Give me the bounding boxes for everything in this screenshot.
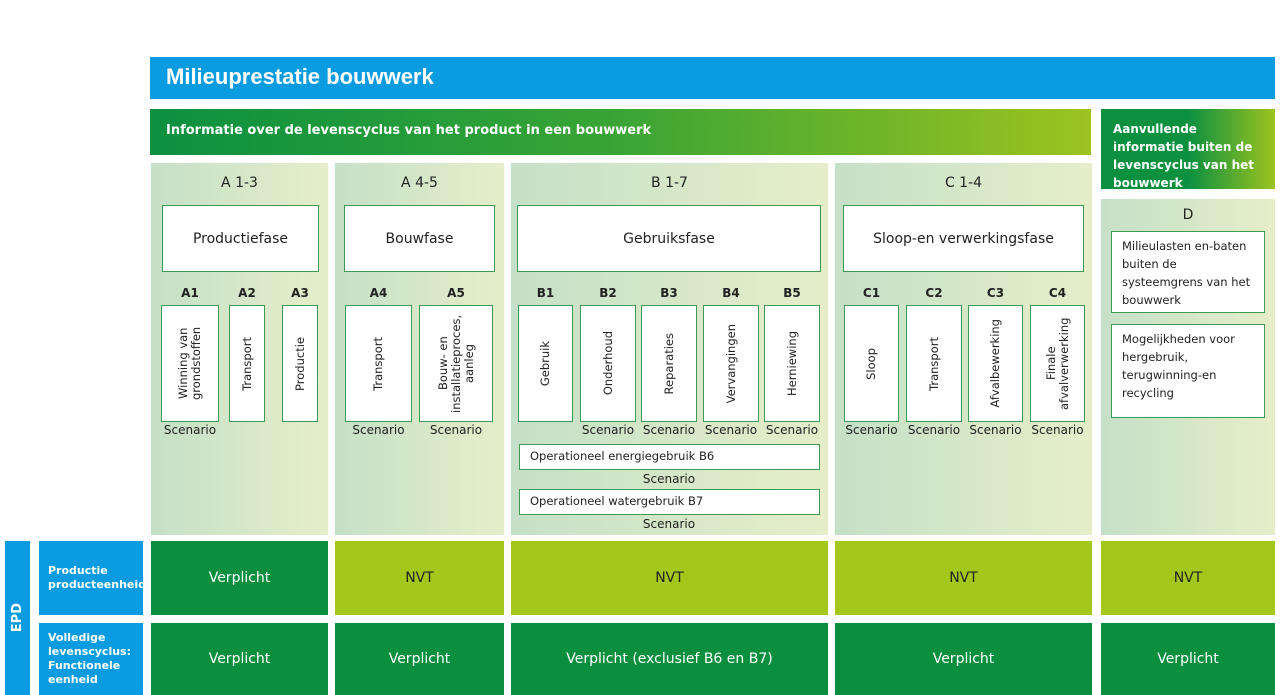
module-label: Finale afvalverwerking: [1043, 317, 1071, 410]
module-box: Onderhoud: [580, 305, 636, 422]
module-code: C4: [1048, 286, 1067, 300]
module-label: Afvalbewerking: [988, 319, 1002, 408]
epd-cell: Verplicht: [151, 541, 328, 615]
group-code: C 1-4: [944, 175, 983, 191]
group-code: B 1-7: [651, 175, 688, 191]
module-code: B2: [599, 286, 617, 300]
scenario-label: Scenario: [704, 423, 758, 437]
scenario-label: Scenario: [642, 472, 696, 486]
epd-cell: NVT: [835, 541, 1092, 615]
epd-cell: Verplicht (exclusief B6 en B7): [511, 623, 828, 695]
module-code: B4: [722, 286, 740, 300]
module-box: Winning van grondstoffen: [161, 305, 219, 422]
module-label: Bouw- en installatieproces, aanleg: [435, 314, 476, 413]
module-code: A4: [369, 286, 388, 300]
phase-bouwfase: Bouwfase: [344, 205, 495, 272]
group-code: D: [1182, 207, 1194, 223]
module-code: B1: [536, 286, 555, 300]
module-code: A1: [181, 286, 199, 300]
module-code: C1: [862, 286, 881, 300]
module-box: Reparaties: [641, 305, 697, 422]
module-box: Herniewing: [764, 305, 820, 422]
module-label: Gebruik: [538, 340, 552, 387]
module-label: Reparaties: [661, 332, 676, 395]
module-label: Sloop: [864, 347, 878, 380]
scenario-label: Scenario: [907, 423, 961, 437]
module-label: Transport: [371, 336, 385, 391]
module-code: C3: [986, 286, 1005, 300]
module-label: Vervangingen: [723, 323, 738, 404]
module-box: Transport: [906, 305, 962, 422]
epd-cell: Verplicht: [151, 623, 328, 695]
epd-cell: NVT: [335, 541, 504, 615]
module-label: Transport: [239, 336, 254, 391]
page-title: Milieuprestatie bouwwerk: [150, 57, 1275, 99]
d-item-milieulasten: Milieulasten en-baten buiten de systeemg…: [1111, 231, 1265, 313]
epd-cell: Verplicht: [1101, 623, 1275, 695]
epd-cell: NVT: [511, 541, 828, 615]
module-label: Transport: [926, 336, 941, 391]
module-code: B3: [660, 286, 678, 300]
module-code: A3: [291, 286, 309, 300]
module-b7: Operationeel watergebruik B7: [519, 489, 820, 515]
module-box: Gebruik: [518, 305, 573, 422]
scenario-label: Scenario: [969, 423, 1022, 437]
scenario-label: Scenario: [642, 517, 696, 531]
d-item-hergebruik: Mogelijkheden voor hergebruik, terugwinn…: [1111, 324, 1265, 418]
module-box: Sloop: [844, 305, 899, 422]
module-code: A5: [447, 286, 465, 300]
module-box: Transport: [345, 305, 412, 422]
module-label: Productie: [292, 336, 307, 391]
scenario-label: Scenario: [429, 423, 483, 437]
scenario-label: Scenario: [765, 423, 819, 437]
scenario-label: Scenario: [581, 423, 635, 437]
module-code: A2: [238, 286, 256, 300]
module-code: C2: [925, 286, 943, 300]
phase-productiefase: Productiefase: [162, 205, 319, 272]
epd-text: EPD: [10, 603, 25, 633]
module-label: Herniewing: [784, 331, 799, 396]
module-box: Transport: [229, 305, 265, 422]
module-label: Onderhoud: [600, 331, 615, 396]
module-box: Bouw- en installatieproces, aanleg: [419, 305, 493, 422]
epd-cell: Verplicht: [335, 623, 504, 695]
row-label-productie: Productie producteenheid: [39, 541, 146, 615]
module-box: Vervangingen: [703, 305, 759, 422]
scenario-label: Scenario: [163, 423, 217, 437]
scenario-label: Scenario: [642, 423, 696, 437]
module-b6: Operationeel energiegebruik B6: [519, 444, 820, 470]
lifecycle-header: Informatie over de levenscyclus van het …: [150, 109, 1091, 155]
module-box: Productie: [282, 305, 318, 422]
module-code: B5: [783, 286, 801, 300]
row-label-volledig: Volledige levenscyclus: Functionele eenh…: [39, 623, 143, 695]
epd-label: EPD: [5, 541, 30, 695]
phase-gebruiksfase: Gebruiksfase: [517, 205, 821, 272]
module-label: Winning van grondstoffen: [176, 326, 203, 401]
extra-info-header: Aanvullende informatie buiten de levensc…: [1101, 109, 1275, 190]
scenario-label: Scenario: [845, 423, 898, 437]
phase-sloopfase: Sloop-en verwerkingsfase: [843, 205, 1084, 272]
module-box: Finale afvalverwerking: [1030, 305, 1085, 422]
scenario-label: Scenario: [1031, 423, 1084, 437]
scenario-label: Scenario: [352, 423, 405, 437]
group-code: A 4-5: [401, 175, 438, 191]
epd-cell: NVT: [1101, 541, 1275, 615]
module-box: Afvalbewerking: [968, 305, 1023, 422]
group-code: A 1-3: [221, 175, 258, 191]
epd-cell: Verplicht: [835, 623, 1092, 695]
